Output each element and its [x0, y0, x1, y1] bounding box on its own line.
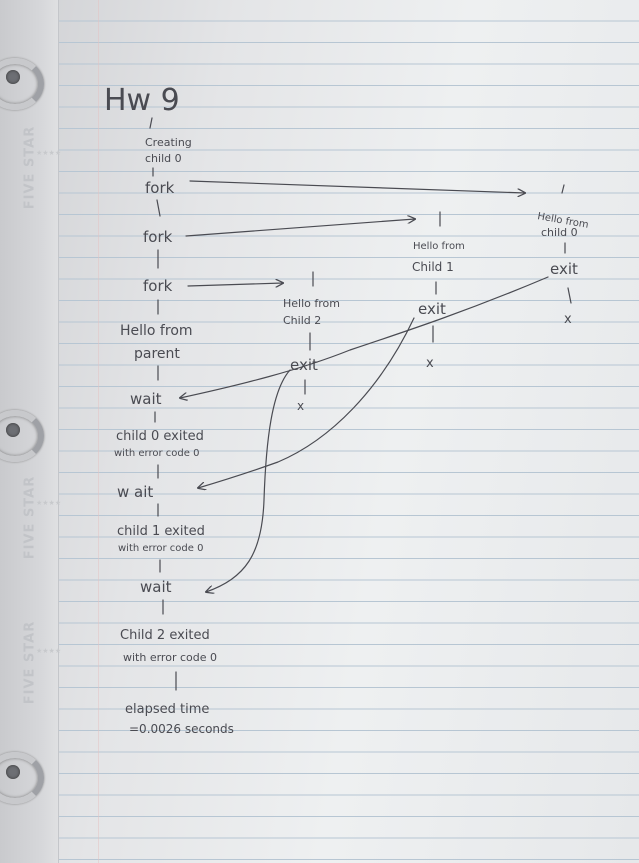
margin-line: [98, 0, 99, 863]
label-child0: child 0: [145, 152, 182, 165]
child2-hello-2: Child 2: [283, 314, 321, 327]
punch-hole: [6, 423, 20, 437]
error-code-1: with error code 0: [118, 543, 203, 554]
binder-ring: [0, 410, 44, 462]
fork-node-2: fork: [143, 228, 173, 246]
exit-arrow-child1: [198, 317, 415, 488]
child1-exit: exit: [418, 300, 446, 318]
elapsed-time-value: =0.0026 seconds: [129, 722, 234, 736]
wait-node-2: w ait: [117, 483, 153, 501]
fork-arrow-child2: [187, 283, 283, 286]
child1-hello-2: Child 1: [412, 260, 454, 274]
page-title: Hw 9: [104, 83, 180, 118]
fork-node-3: fork: [143, 277, 173, 295]
fork-node-1: fork: [145, 179, 175, 197]
connector: [149, 117, 153, 129]
punch-hole: [6, 765, 20, 779]
error-code-2: with error code 0: [123, 651, 217, 664]
connector: [561, 184, 565, 194]
fork-arrow-child0: [189, 180, 525, 193]
child0-exit: exit: [550, 260, 578, 278]
parent-hello-2: parent: [134, 346, 180, 362]
binder-ring: [0, 752, 44, 804]
parent-hello-1: Hello from: [120, 323, 193, 339]
exit-arrow-child0: [180, 276, 549, 398]
wait-node-3: wait: [140, 578, 172, 596]
elapsed-time-label: elapsed time: [125, 702, 209, 717]
child0-terminated: x: [564, 312, 572, 327]
exit-arrow-child2: [206, 369, 291, 592]
child1-hello-1: Hello from: [413, 241, 465, 252]
connector: [156, 199, 161, 217]
wait-node-1: wait: [130, 390, 162, 408]
fork-arrow-child1: [185, 219, 415, 237]
error-code-0: with error code 0: [114, 448, 199, 459]
child2-terminated: x: [297, 399, 304, 413]
label-creating: Creating: [145, 136, 192, 149]
child0-exited: child 0 exited: [116, 429, 204, 444]
connector: [567, 287, 572, 304]
child2-hello-1: Hello from: [283, 297, 340, 310]
child2-exited: Child 2 exited: [120, 628, 210, 643]
child1-terminated: x: [426, 356, 434, 371]
child1-exited: child 1 exited: [117, 524, 205, 539]
binder-ring: [0, 58, 44, 110]
child0-hello-2: child 0: [541, 226, 578, 239]
punch-hole: [6, 70, 20, 84]
child2-exit: exit: [290, 356, 318, 374]
